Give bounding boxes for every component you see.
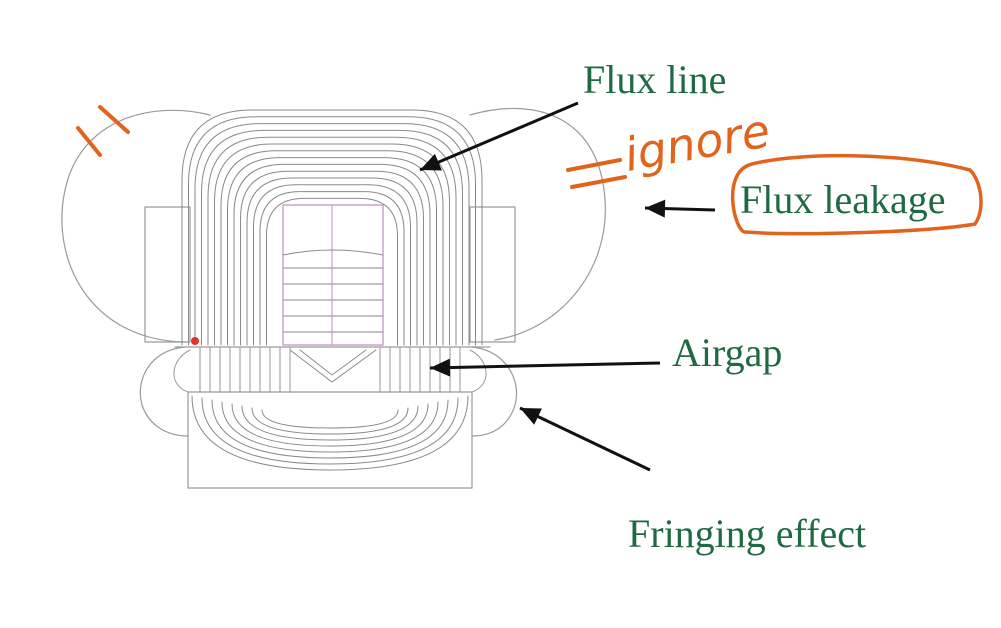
- flux-line: [220, 150, 444, 346]
- handwritten-circle-around-flux-leakage: [730, 153, 983, 236]
- fringing-lobe-left-inner: [173, 349, 191, 393]
- leakage-lobes: [61, 107, 606, 343]
- flux-line: [207, 136, 457, 346]
- handwritten-equals-ignore: [566, 158, 627, 189]
- airgap-v: [289, 349, 377, 383]
- right-pole-rect: [469, 206, 516, 343]
- label-airgap: Airgap: [672, 330, 782, 375]
- airgap-v: [299, 349, 367, 376]
- handwritten-ignore-text: ignore: [620, 103, 774, 182]
- fringing-lobes: [139, 346, 517, 437]
- arrow-to-flux-line: [419, 101, 579, 172]
- flux-line: [227, 157, 437, 346]
- marker-dot: [191, 337, 199, 345]
- fringing-lobe-right-inner: [469, 349, 487, 393]
- lower-core-rect: [187, 391, 473, 489]
- flux-line-lower: [231, 403, 429, 447]
- flux-line: [194, 123, 470, 346]
- arrow-shaft: [429, 361, 661, 370]
- label-flux-line: Flux line: [583, 57, 726, 102]
- flux-line: [233, 163, 431, 346]
- flux-line: [259, 191, 405, 346]
- flux-line-lower: [261, 409, 399, 429]
- flux-line: [181, 109, 483, 346]
- airgap-lines: [199, 347, 461, 393]
- arrow-to-fringing: [519, 406, 651, 472]
- slot-contour: [282, 249, 384, 256]
- flux-line: [253, 184, 411, 346]
- flux-line-lower: [191, 395, 469, 471]
- flux-line: [240, 170, 424, 346]
- equals-stroke: [570, 175, 627, 189]
- label-fringing-effect: Fringing effect: [628, 511, 866, 556]
- arrow-to-flux-leakage: [644, 199, 716, 218]
- arrow-head: [420, 153, 442, 171]
- flux-line: [201, 129, 463, 346]
- fringing-lobe-right: [471, 346, 517, 437]
- core-outline: [144, 206, 516, 489]
- handwritten-tick-mark: [76, 105, 130, 157]
- flux-line: [246, 177, 418, 346]
- coil-slot-outline: [282, 204, 384, 346]
- arrow-shaft: [519, 406, 651, 472]
- flux-line-lower: [241, 405, 419, 441]
- label-flux-leakage: Flux leakage: [740, 177, 946, 222]
- leakage-lobe-left: [61, 109, 211, 343]
- coil-slot: [282, 204, 384, 346]
- flux-line: [188, 116, 476, 346]
- fringing-lobe-left: [139, 346, 189, 437]
- flux-line: [214, 143, 450, 346]
- leakage-lobe-right: [469, 107, 606, 341]
- flux-lines-upper: [181, 109, 483, 346]
- arrow-shaft: [419, 101, 579, 172]
- tick-stroke: [76, 126, 102, 157]
- arrow-head: [430, 358, 451, 377]
- arrow-head: [520, 408, 542, 425]
- flux-line: [266, 197, 398, 346]
- flux-lines-lower: [191, 395, 469, 471]
- flux-line-lower: [251, 407, 409, 435]
- flux-line-lower: [221, 401, 439, 453]
- tick-stroke: [98, 105, 130, 134]
- arrow-head: [645, 199, 666, 218]
- annotation-arrows: [419, 101, 716, 472]
- arrow-to-airgap: [429, 358, 661, 377]
- equals-stroke: [566, 158, 622, 172]
- flux-line-lower: [211, 399, 449, 459]
- flux-line-lower: [201, 397, 459, 465]
- left-pole-rect: [144, 206, 191, 343]
